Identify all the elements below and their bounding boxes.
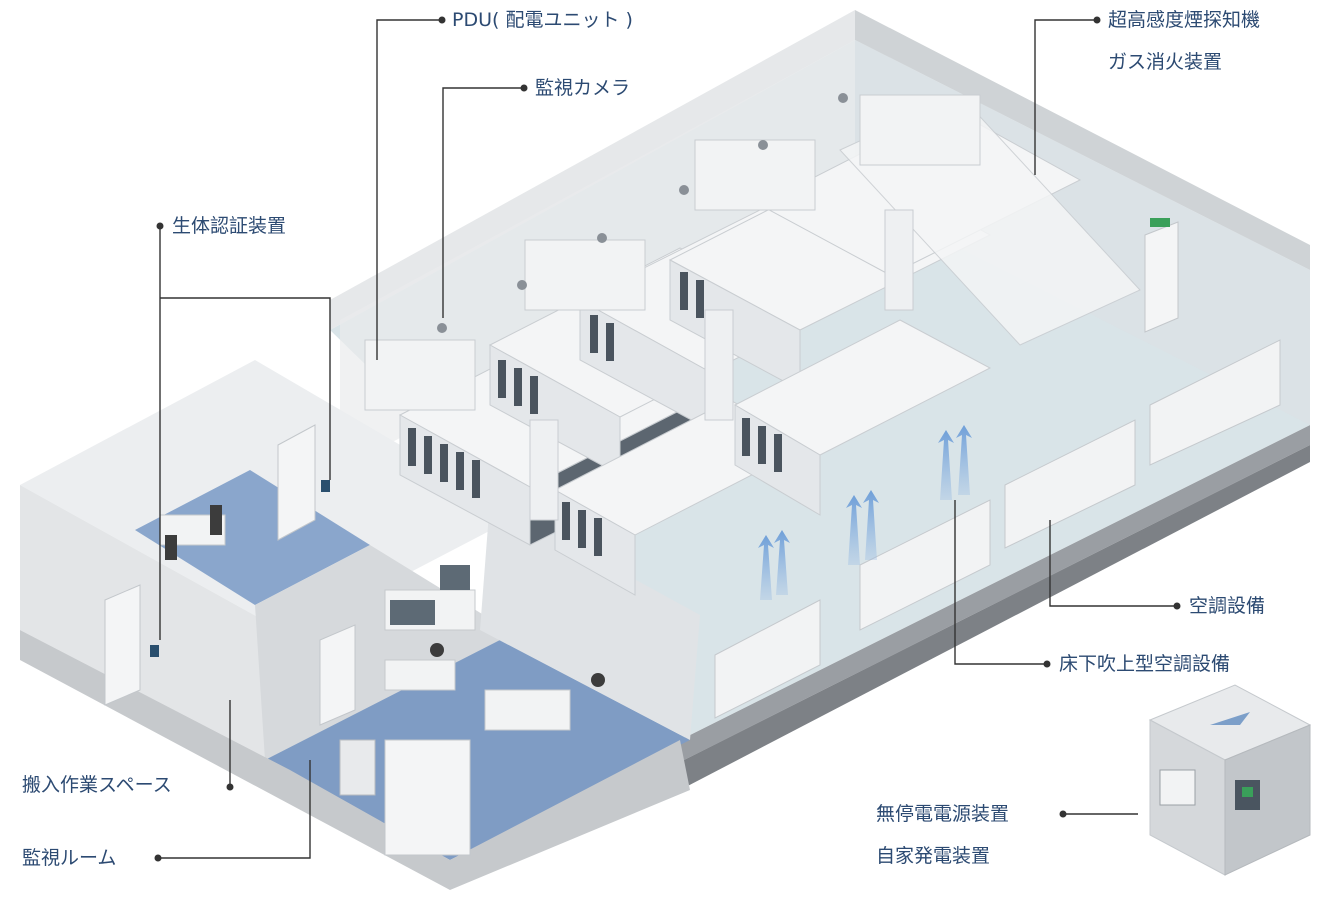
label-pdu: PDU( 配電ユニット ) (452, 9, 633, 31)
left-rooms (20, 360, 700, 890)
biometric-reader-2 (150, 645, 159, 657)
air-conditioning-units (714, 339, 1281, 719)
label-aircon: 空調設備 (1189, 595, 1266, 617)
label-gas-extinguisher: ガス消火装置 (1108, 51, 1223, 73)
label-smoke-detector: 超高感度煙探知機 (1108, 9, 1261, 31)
leader-lines (159, 19, 1175, 859)
underfloor-airflow-arrows (758, 425, 972, 600)
label-camera: 監視カメラ (535, 77, 631, 99)
label-ups: 無停電電源装置 (876, 803, 1010, 825)
label-monitor-room: 監視ルーム (22, 847, 117, 869)
raised-floor-base (680, 425, 1310, 790)
wall-pdu-cabinets (364, 94, 981, 411)
label-biometric: 生体認証装置 (172, 215, 287, 237)
monitoring-room-desks (339, 565, 605, 856)
ceiling-cameras (437, 93, 848, 333)
ups-generator-unit (1148, 684, 1312, 876)
doors (104, 218, 1179, 726)
label-loading-space: 搬入作業スペース (22, 774, 172, 796)
label-generator: 自家発電装置 (876, 845, 991, 867)
biometric-reader (321, 480, 330, 492)
leader-dots (154, 16, 1181, 862)
label-underfloor-aircon: 床下吹上型空調設備 (1059, 653, 1231, 675)
entrance-room-desk (159, 505, 226, 560)
